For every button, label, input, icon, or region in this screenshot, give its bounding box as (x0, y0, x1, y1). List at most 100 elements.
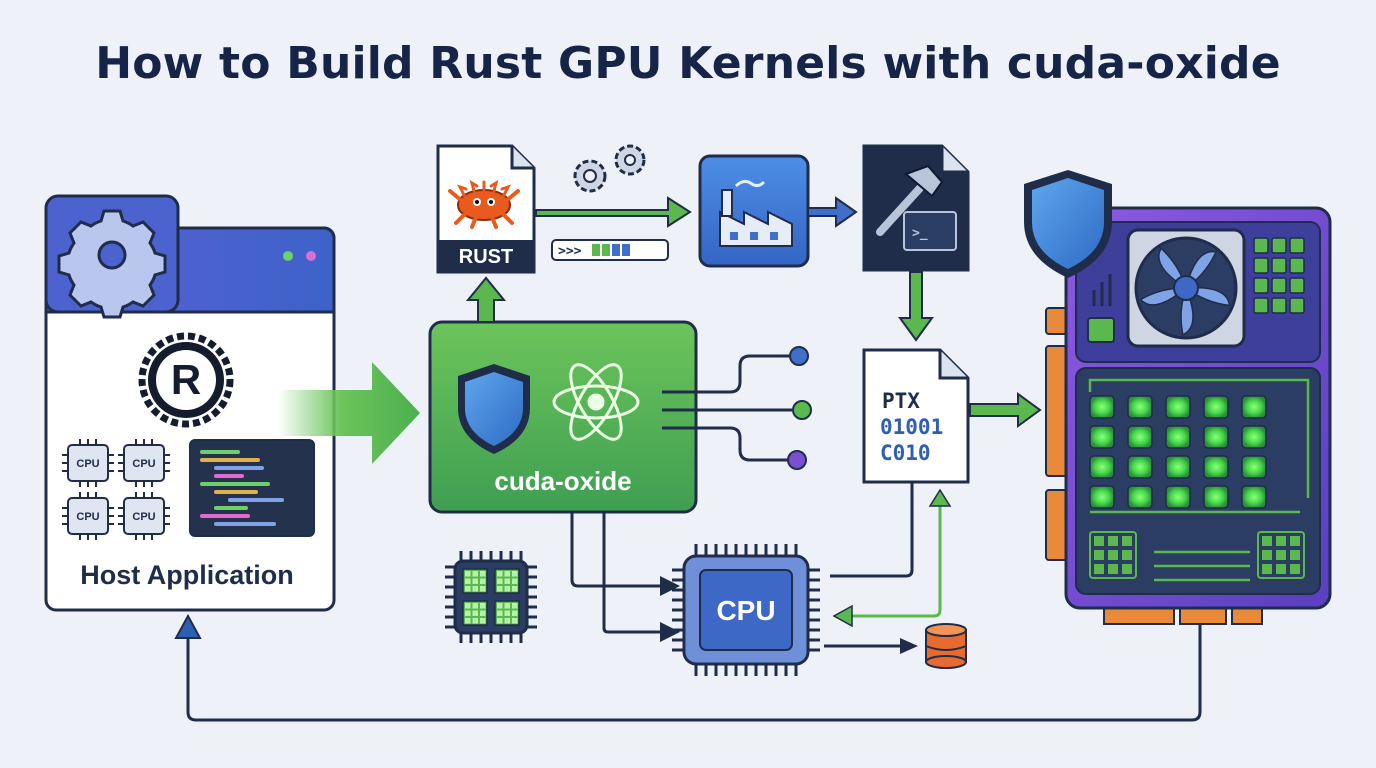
gpu-core (1127, 425, 1153, 449)
shield-icon (458, 364, 530, 454)
cpu-chip-icon: CPU (62, 492, 114, 540)
gpu-core (1203, 485, 1229, 509)
build-to-ptx-arrow (898, 271, 934, 342)
atom-icon (552, 363, 640, 441)
database-icon (925, 623, 967, 669)
gpu-core (1241, 425, 1267, 449)
cpu-chip-label: CPU (76, 511, 99, 523)
gpu-core (1165, 395, 1191, 419)
factory-to-build-arrow (807, 196, 858, 228)
microchip-core (462, 568, 488, 594)
code-line (228, 498, 284, 502)
ptx-line-1: 01001 (880, 415, 943, 439)
gpu-memory-cell (1253, 277, 1269, 294)
code-line (200, 514, 250, 518)
gpu-memory-cell (1289, 297, 1305, 314)
factory-icon (698, 154, 810, 268)
gpu-core (1089, 455, 1115, 479)
terminal-icon: >_ (903, 211, 957, 251)
gpu-core (1165, 485, 1191, 509)
shield-icon (1024, 170, 1112, 278)
gpu-card-icon (1045, 206, 1332, 625)
gpu-memory-cell (1289, 277, 1305, 294)
gpu-small-grid (1257, 531, 1305, 579)
hammer-icon (876, 164, 944, 236)
svg-text:>_: >_ (912, 226, 928, 241)
cpu-chip-icon: CPU (62, 439, 114, 487)
gpu-core (1203, 395, 1229, 419)
code-line (214, 490, 258, 494)
arrowhead-cpu-in (832, 604, 853, 628)
host-cpu-chips: CPU CPU CPU CPU (62, 439, 170, 540)
arrowhead-ptx-up (928, 488, 952, 507)
progress-bar-icon: >>> (551, 239, 669, 261)
gpu-core (1165, 425, 1191, 449)
gpu-core (1127, 485, 1153, 509)
ptx-to-gpu-arrow (969, 392, 1042, 428)
code-editor-icon (189, 439, 315, 537)
code-line (214, 474, 244, 478)
cpu-chip-label: CPU (76, 458, 99, 470)
ptx-title: PTX (882, 389, 920, 413)
gpu-memory-cell (1253, 237, 1269, 254)
gpu-core (1165, 455, 1191, 479)
svg-text:R: R (171, 356, 201, 403)
cpu-chip-label: CPU (132, 458, 155, 470)
code-line (200, 450, 240, 454)
gpu-core (1241, 395, 1267, 419)
code-line (214, 466, 264, 470)
ferris-crab-icon (448, 179, 520, 229)
microchip-core (494, 600, 520, 626)
gpu-memory-cell (1271, 237, 1287, 254)
cpu-label: CPU (716, 595, 775, 626)
output-connectors (662, 354, 792, 462)
compiler-to-rust-arrow (465, 276, 507, 323)
gpu-memory-cell (1289, 257, 1305, 274)
ptx-line-2: C010 (880, 441, 931, 465)
arrowhead-cpu-2 (660, 622, 680, 642)
gpu-core (1203, 455, 1229, 479)
host-to-compiler-arrow (278, 362, 420, 464)
gpu-memory-cell (1253, 297, 1269, 314)
gpu-core (1127, 395, 1153, 419)
code-line (200, 482, 270, 486)
gpu-core (1203, 425, 1229, 449)
rust-source-file: RUST (436, 144, 536, 274)
microchip-icon (445, 551, 537, 643)
code-line (214, 506, 248, 510)
gears-icon (573, 144, 646, 193)
window-dot-pink (306, 251, 316, 261)
ptx-to-cpu-line (850, 504, 942, 618)
arrowhead-host (174, 613, 202, 639)
gpu-to-host-return-line (186, 608, 1202, 722)
cuda-oxide-label: cuda-oxide (494, 466, 631, 496)
connector-dot-blue (789, 346, 809, 366)
gpu-core (1127, 455, 1153, 479)
cpu-chip-icon: CPU (672, 544, 820, 676)
rust-logo-icon: R (138, 332, 234, 428)
arrowhead-cpu-1 (660, 576, 680, 596)
window-dot-green (283, 251, 293, 261)
rust-to-factory-arrow (535, 196, 692, 228)
connector-dot-green (792, 400, 812, 420)
fan-icon (1126, 228, 1246, 348)
code-line (214, 522, 276, 526)
gpu-core (1089, 425, 1115, 449)
lower-flow-lines (570, 482, 914, 648)
gpu-core (1241, 485, 1267, 509)
arrowhead-database (900, 638, 918, 654)
build-tool-file: >_ (862, 144, 970, 272)
code-line (200, 458, 260, 462)
ptx-file: PTX 01001 C010 (862, 348, 970, 484)
connector-dot-purple (787, 450, 807, 470)
gpu-memory-cell (1271, 297, 1287, 314)
page-title: How to Build Rust GPU Kernels with cuda-… (95, 38, 1281, 89)
rust-file-label: RUST (459, 246, 513, 268)
svg-text:>>>: >>> (558, 244, 582, 259)
microchip-core (462, 600, 488, 626)
gpu-core (1089, 395, 1115, 419)
gpu-memory-cell (1271, 257, 1287, 274)
cpu-chip-icon: CPU (118, 439, 170, 487)
cpu-chip-label: CPU (132, 511, 155, 523)
